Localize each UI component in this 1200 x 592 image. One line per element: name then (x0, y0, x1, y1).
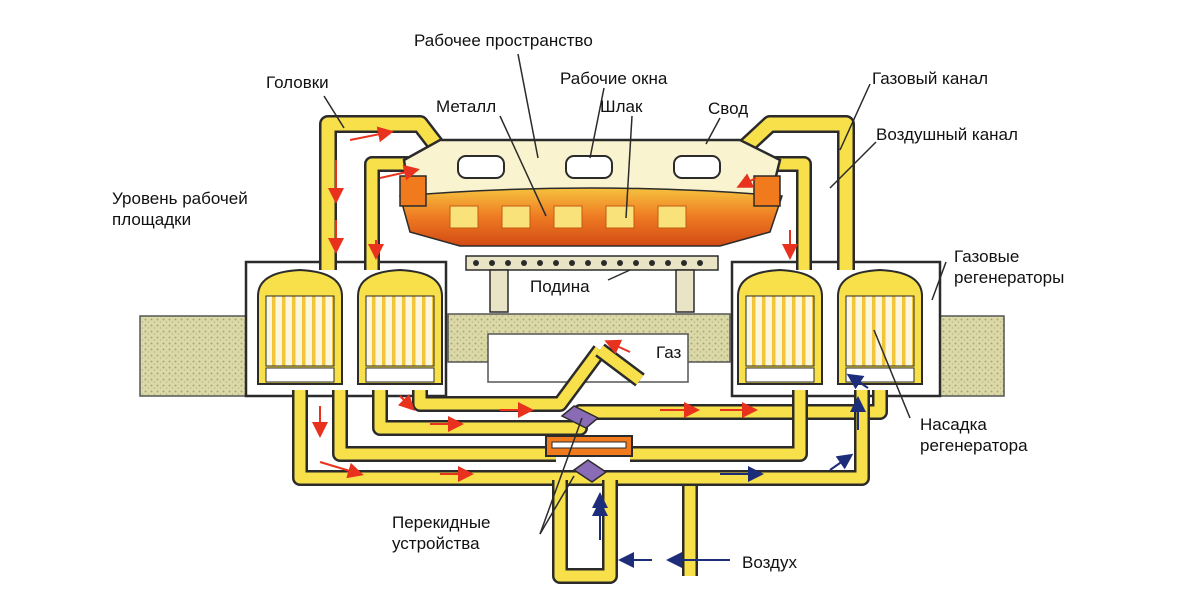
label-reversing-devices: Перекидные устройства (392, 512, 491, 554)
label-working-windows: Рабочие окна (560, 69, 668, 88)
regenerator-left-inner (357, 268, 443, 385)
label-roof: Свод (708, 99, 749, 118)
metal-bath (449, 205, 687, 229)
label-working-space: Рабочее пространство (414, 31, 593, 50)
label-gas-channel: Газовый канал (872, 69, 989, 88)
regenerator-chambers (257, 268, 923, 385)
label-slag: Шлак (600, 97, 643, 116)
label-air: Воздух (742, 553, 797, 572)
label-checker-line2: регенератора (920, 436, 1028, 455)
flame (399, 187, 784, 247)
label-reversing-devices-line1: Перекидные (392, 513, 491, 532)
label-platform-level: Уровень рабочей площадки (112, 188, 248, 230)
regenerator-right-inner (737, 268, 823, 385)
label-checker-line1: Насадка (920, 415, 987, 434)
hearth-support (465, 255, 719, 313)
label-air-channel: Воздушный канал (876, 125, 1018, 144)
label-checker: Насадка регенератора (920, 414, 1028, 456)
working-windows (457, 155, 721, 179)
label-heads: Головки (266, 73, 329, 92)
hot-gas-flow (312, 126, 798, 482)
label-metal: Металл (436, 97, 497, 116)
reversing-valves (545, 405, 633, 483)
ground (139, 313, 1005, 397)
label-gas-regenerators-line2: регенераторы (954, 268, 1065, 287)
label-hearth: Подина (530, 277, 590, 296)
label-platform-level-line2: площадки (112, 210, 192, 229)
label-gas-regenerators: Газовые регенераторы (954, 246, 1064, 288)
leader-lines (323, 53, 947, 535)
regenerator-left-outer (257, 268, 343, 385)
label-reversing-devices-line2: устройства (392, 534, 480, 553)
regenerator-right-outer (837, 268, 923, 385)
label-platform-level-line1: Уровень рабочей (112, 189, 248, 208)
cold-air-flow (592, 373, 869, 568)
label-gas-regenerators-line1: Газовые (954, 247, 1020, 266)
working-space (399, 138, 784, 247)
label-gas: Газ (656, 343, 682, 362)
